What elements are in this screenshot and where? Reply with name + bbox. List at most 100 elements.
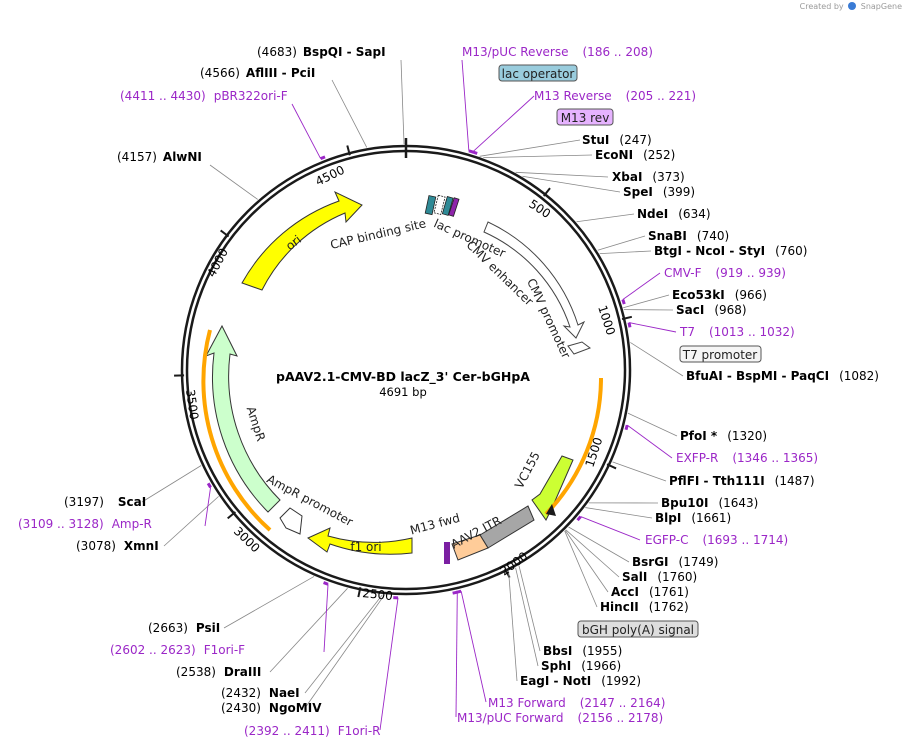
ampr-label: AmpR	[244, 405, 268, 443]
vc155-arrow	[531, 455, 574, 521]
primer-leader-6	[460, 591, 487, 703]
tick-4500	[346, 145, 351, 156]
cmv-promoter-label: CMV promoter	[524, 276, 573, 360]
primer-label-f1ori-f: (2602 .. 2623)F1ori-F	[110, 643, 245, 657]
site-leader-12	[630, 342, 684, 377]
tick-1000	[621, 315, 633, 321]
m13-fwd-label: M13 fwd	[409, 511, 462, 538]
site-label-sali: SalI(1760)	[622, 570, 697, 584]
boxed-features: lac operator M13 rev T7 promoter bGH pol…	[498, 64, 762, 638]
primer-label-m13-reverse: M13 Reverse(205 .. 221)	[534, 89, 696, 103]
tick-label-3500: 3500	[183, 388, 201, 420]
ori-arrow	[241, 190, 363, 291]
t7-promoter-text: T7 promoter	[682, 348, 758, 362]
tick-label-4500: 4500	[313, 163, 347, 189]
primer-label-cmv-f: CMV-F(919 .. 939)	[664, 266, 786, 280]
site-label-scai: (3197)ScaI	[64, 495, 146, 509]
ampr-arrow	[204, 324, 281, 513]
site-leader-27	[269, 588, 348, 673]
site-leader-28	[304, 594, 383, 694]
site-label-draiii: (2538)DraIII	[176, 665, 261, 679]
cmv-enhancer-arrow	[483, 221, 586, 339]
site-label-ngomiv: (2430)NgoMIV	[221, 701, 322, 715]
lac-operator-text: lac operator	[502, 67, 575, 81]
orf-arrowhead	[546, 504, 556, 516]
site-label-bspqi-sapi: (4683)BspQI - SapI	[257, 45, 386, 59]
primer-leader-2	[622, 272, 661, 300]
primer-mark-1	[472, 150, 478, 155]
site-leader-8	[597, 235, 646, 251]
m13-fwd-mark	[444, 542, 450, 564]
site-leader-3	[479, 139, 581, 157]
site-leader-21	[518, 565, 541, 652]
primer-label-m13-puc-reverse: M13/pUC Reverse(186 .. 208)	[462, 45, 653, 59]
site-leader-19	[564, 530, 609, 593]
vc155-label: VC155	[512, 449, 543, 490]
primer-leader-5	[580, 516, 641, 541]
site-leader-5	[515, 171, 609, 178]
site-label-pflfi-tth111i: PflFI - Tth111I(1487)	[669, 474, 815, 488]
site-label-spei: SpeI(399)	[623, 185, 695, 199]
site-label-bpu10i: Bpu10I(1643)	[661, 496, 758, 510]
site-label-bbsi: BbsI(1955)	[543, 644, 622, 658]
tick-label-1500: 1500	[583, 436, 606, 469]
primer-leader-9	[323, 584, 329, 653]
lac-operator-mark	[441, 195, 454, 216]
site-leader-17	[568, 526, 630, 563]
primer-leader-4	[626, 424, 673, 459]
tick-label-3000: 3000	[231, 524, 263, 555]
site-leader-25	[163, 496, 219, 547]
site-leader-13	[627, 412, 678, 437]
primer-label-f1ori-r: (2392 .. 2411)F1ori-R	[244, 724, 381, 738]
site-leader-7	[576, 213, 635, 223]
primer-label-exfp-r: EXFP-R(1346 .. 1365)	[676, 451, 818, 465]
site-label-xbai: XbaI(373)	[612, 170, 685, 184]
site-leader-22	[515, 567, 539, 667]
m13-rev-text: M13 rev	[561, 111, 610, 125]
primer-mark-5	[576, 515, 582, 522]
site-leader-1	[331, 79, 368, 148]
restriction-site-labels: (4683)BspQI - SapI (4566)AflIII - PciI (…	[64, 45, 879, 715]
f1-ori-label: f1 ori	[350, 540, 381, 554]
site-leader-4	[483, 154, 593, 159]
ampr-promoter-arrow	[279, 507, 303, 535]
cmv-promoter-arrow	[567, 341, 592, 355]
f1-ori-arrow	[307, 527, 413, 555]
site-leader-14	[612, 461, 667, 482]
site-leader-20	[564, 530, 598, 608]
primer-label-amp-r: (3109 .. 3128)Amp-R	[18, 517, 152, 531]
snapgene-credit: Created by SnapGene	[800, 2, 902, 11]
tick-4000	[220, 229, 230, 238]
site-leader-10	[623, 294, 670, 309]
cap-binding-mark	[424, 195, 437, 216]
primer-label-m13-puc-forward: M13/pUC Forward(2156 .. 2178)	[457, 711, 663, 725]
site-label-btgi-ncoi-styi: BtgI - NcoI - StyI(760)	[654, 244, 807, 258]
site-label-naei: (2432)NaeI	[221, 686, 300, 700]
primer-leader-8	[379, 597, 399, 731]
primer-mark-3	[627, 322, 632, 328]
site-label-xmni: (3078)XmnI	[76, 539, 159, 553]
primer-leader-11	[291, 103, 321, 159]
site-leader-29	[304, 594, 385, 709]
site-leader-26	[223, 576, 315, 629]
tick-label-2500: 2500	[362, 586, 394, 603]
site-label-bfuai-bspmi-paqci: BfuAI - BspMI - PaqCI(1082)	[686, 369, 879, 383]
site-label-sphi: SphI(1966)	[541, 659, 621, 673]
site-label-ndei: NdeI(634)	[637, 207, 711, 221]
site-label-bsrgi: BsrGI(1749)	[632, 555, 718, 569]
primer-mark-2	[621, 299, 626, 305]
m13-rev-mark	[448, 197, 460, 217]
cap-binding-label: CAP binding site	[329, 216, 428, 252]
snapgene-logo-icon	[848, 2, 857, 10]
site-leader-24	[141, 465, 202, 503]
ampr-orf-arc	[201, 329, 272, 532]
tick-1500	[606, 463, 617, 470]
primer-labels: M13/pUC Reverse(186 .. 208) M13 Reverse(…	[18, 45, 818, 738]
site-label-eco53ki: Eco53kI(966)	[672, 288, 767, 302]
site-leader-16	[585, 507, 653, 519]
site-label-snabi: SnaBI(740)	[648, 229, 729, 243]
site-label-stui: StuI(247)	[582, 133, 652, 147]
site-label-psii: (2663)PsiI	[148, 621, 220, 635]
label-leader-lines	[141, 59, 684, 709]
